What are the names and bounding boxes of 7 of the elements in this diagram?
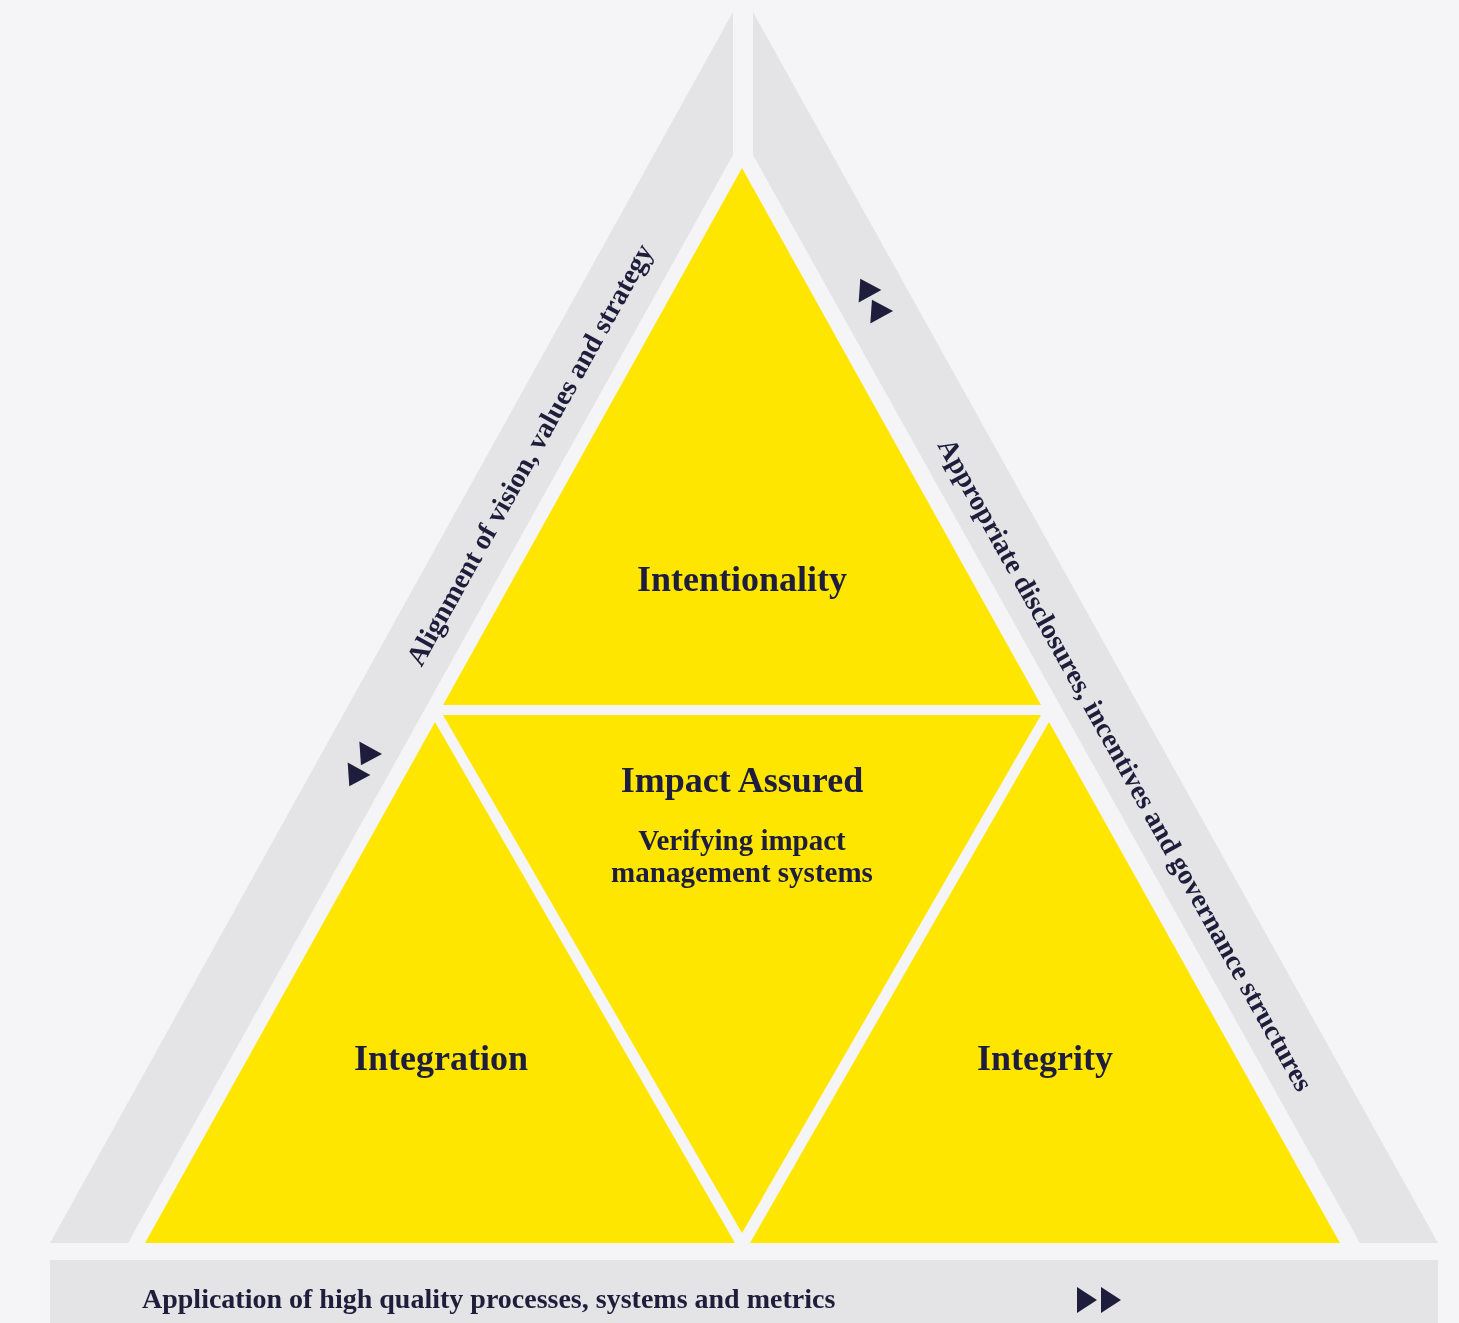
segment-title: Impact Assured	[620, 761, 864, 801]
segment-title: Integration	[354, 1039, 528, 1079]
segment-title: Integrity	[977, 1039, 1113, 1079]
segment-description: Verifying impact management systems	[610, 825, 874, 889]
base-band	[50, 1260, 1438, 1323]
band-label: Application of high quality processes, systems and metrics	[142, 1283, 836, 1315]
segment-title: Intentionality	[637, 560, 847, 600]
